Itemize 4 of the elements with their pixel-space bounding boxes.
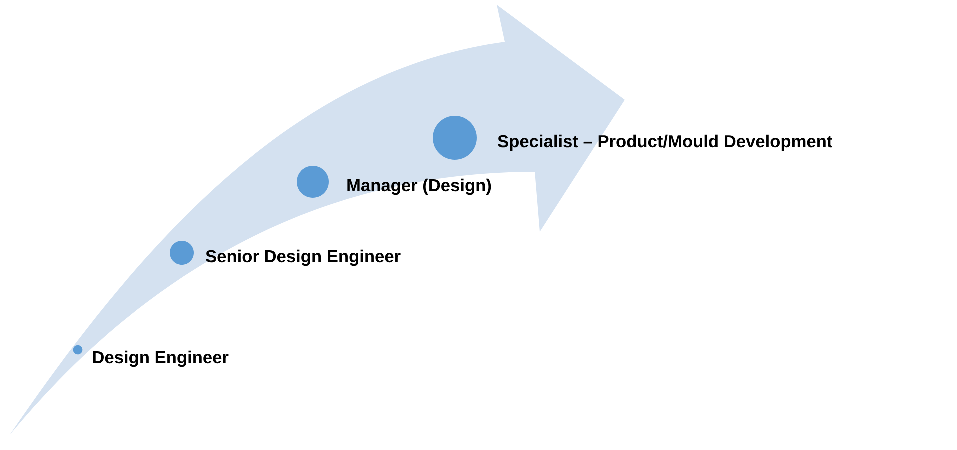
stage-label: Design Engineer — [93, 350, 229, 368]
stage-label: Manager (Design) — [348, 178, 492, 196]
stage-label: Specialist – Product/Mould Development — [498, 134, 832, 152]
stage-label: Senior Design Engineer — [206, 250, 401, 266]
